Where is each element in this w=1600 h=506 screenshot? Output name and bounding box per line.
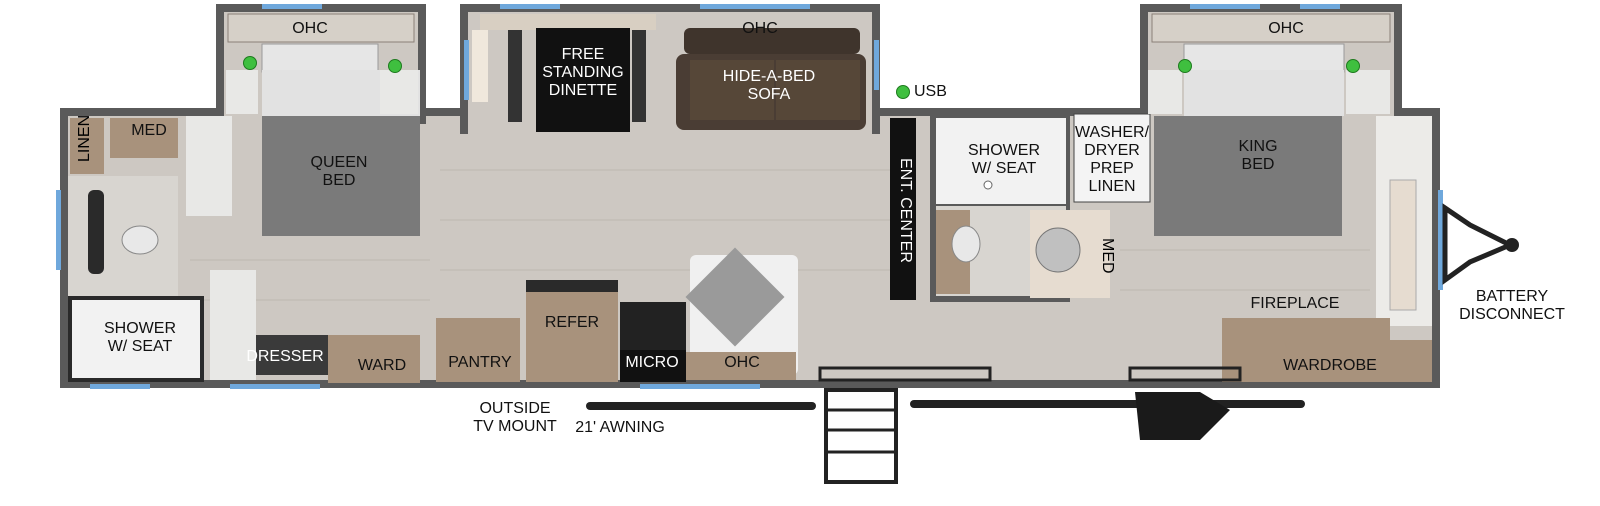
ent-center-label: ENT. CENTER — [897, 158, 914, 263]
awning-label: 21' AWNING — [575, 419, 665, 436]
front-shower-label: SHOWER W/ SEAT — [104, 320, 176, 355]
front-med-label: MED — [131, 122, 167, 139]
dinette-label: FREE STANDING DINETTE — [542, 46, 624, 99]
front-bedroom — [186, 13, 420, 383]
pantry-label: PANTRY — [448, 354, 512, 371]
front-ohc-label: OHC — [292, 20, 328, 37]
usb-outlet-icon — [388, 59, 402, 73]
ward-label: WARD — [357, 357, 407, 374]
wardrobe-label: WARDROBE — [1283, 357, 1377, 374]
queen-bed-label: QUEEN BED — [310, 154, 368, 189]
front-bath — [68, 116, 204, 382]
linen-label: LINEN — [76, 114, 93, 162]
king-bed — [1154, 116, 1342, 236]
refer-label: REFER — [544, 314, 600, 331]
ent-center — [890, 118, 916, 300]
kitchen — [436, 247, 798, 382]
usb-legend-icon — [896, 85, 910, 99]
usb-outlet-icon — [1178, 59, 1192, 73]
windows — [56, 4, 1443, 389]
usb-outlet-icon — [243, 56, 257, 70]
rear-ohc-label: OHC — [1268, 20, 1304, 37]
kitchen-ohc-label: OHC — [724, 354, 760, 371]
rear-bedroom — [1148, 13, 1432, 382]
rear-bath — [930, 112, 1151, 302]
micro-label: MICRO — [625, 354, 679, 371]
battery-label: BATTERY DISCONNECT — [1459, 288, 1565, 323]
washer-dryer-label: WASHER/ DRYER PREP LINEN — [1074, 124, 1150, 195]
fireplace-label: FIREPLACE — [1250, 295, 1340, 312]
sofa-label: HIDE-A-BED SOFA — [722, 68, 816, 103]
living-slide — [472, 14, 866, 132]
dresser-label: DRESSER — [246, 348, 324, 365]
outside-tv-label: OUTSIDE TV MOUNT — [473, 400, 557, 435]
usb-outlet-icon — [1346, 59, 1360, 73]
rear-med-label: MED — [1099, 238, 1116, 274]
rear-shower-label: SHOWER W/ SEAT — [968, 142, 1040, 177]
exterior — [586, 203, 1519, 484]
living-ohc-label: OHC — [742, 20, 778, 37]
usb-label: USB — [914, 83, 947, 100]
floor-planks — [190, 169, 1370, 301]
king-bed-label: KING BED — [1238, 138, 1278, 173]
